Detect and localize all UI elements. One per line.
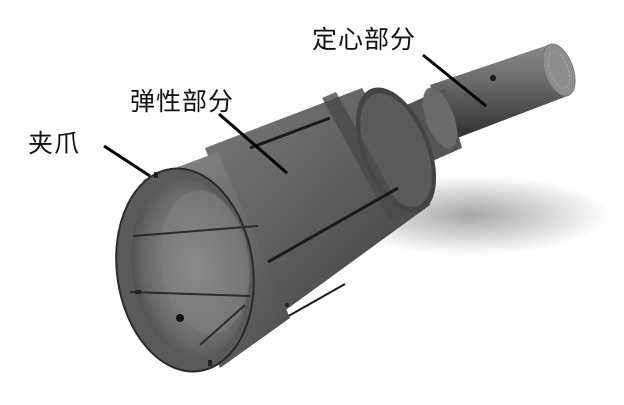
collet-jaw <box>115 152 290 373</box>
elastic-leader-line <box>218 112 288 175</box>
shaft-hole <box>490 75 496 81</box>
centering-shaft <box>430 43 576 140</box>
centering-leader-line <box>422 53 487 108</box>
label-elastic-part: 弹性部分 <box>130 87 235 116</box>
jaw-hole <box>176 314 184 322</box>
jaw-leader-line <box>103 144 151 178</box>
label-jaw: 夹爪 <box>28 129 81 158</box>
label-centering-part: 定心部分 <box>312 25 417 54</box>
